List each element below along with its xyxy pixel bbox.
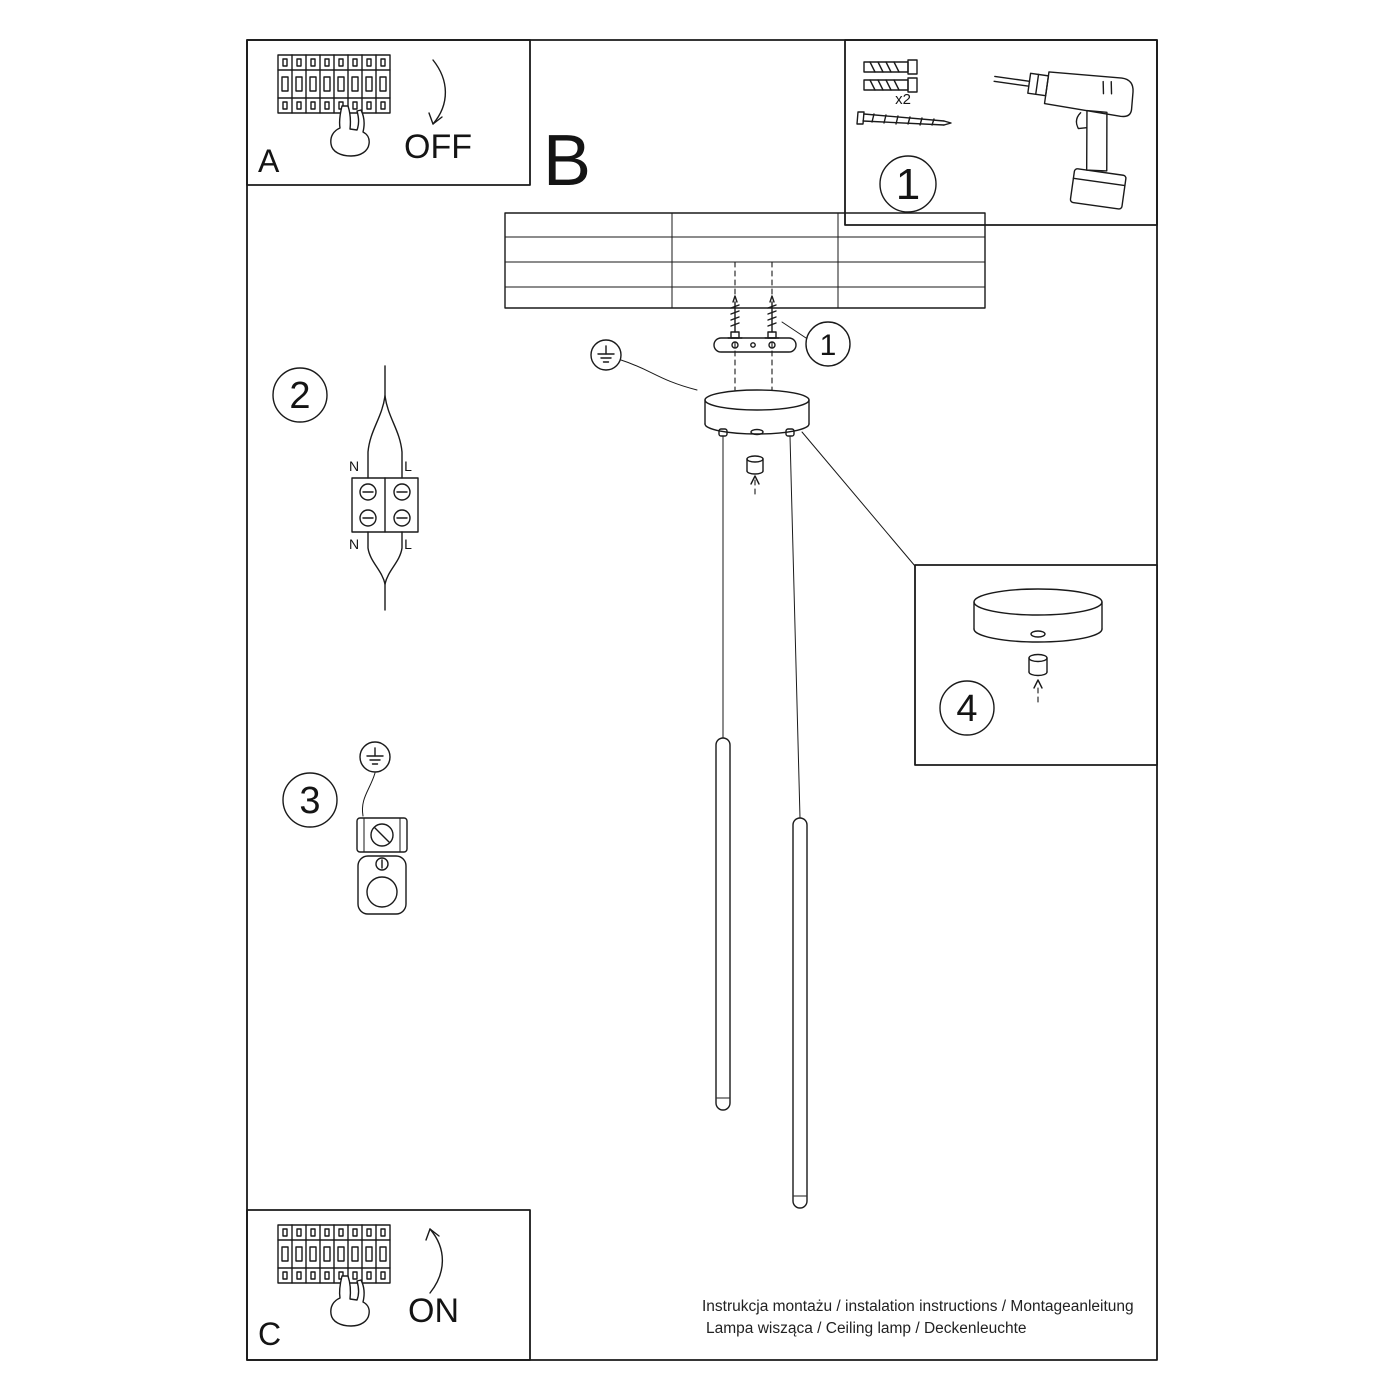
terminal-label-top-n: N: [349, 458, 359, 474]
detail-leader-line: [801, 431, 916, 567]
ground-wire: [620, 359, 698, 391]
ceiling-callout-number: 1: [820, 329, 837, 362]
up-arrow-icon: [750, 475, 760, 495]
canopy-illustration: [704, 389, 810, 437]
cap-detail: [1028, 653, 1048, 677]
footer-line1: Instrukcja montażu / instalation instruc…: [702, 1298, 1134, 1315]
section-c-box: C ON: [246, 1209, 531, 1361]
step2-group: 2 N L N L: [272, 365, 419, 611]
ceiling-screw-icon: [727, 295, 743, 339]
ceiling-screw-icon: [764, 295, 780, 339]
wiring-diagram: [351, 365, 419, 611]
earth-terminal-icon: [356, 817, 408, 853]
terminal-label-bottom-n: N: [349, 536, 359, 552]
step1-box: x2 1: [844, 39, 1158, 226]
pendant-tube-left: [715, 737, 731, 1111]
ceiling-illustration: [504, 212, 986, 309]
off-arrow-icon: [428, 59, 446, 125]
breaker-panel-icon: [277, 1224, 391, 1284]
anchor-quantity-label: x2: [895, 91, 911, 108]
step4-box: 4: [914, 564, 1158, 766]
step1-circle: [879, 155, 937, 213]
on-arrow-icon: [425, 1228, 443, 1294]
earth-symbol-icon: [590, 339, 622, 371]
breaker-panel-icon: [277, 54, 391, 114]
screw-icon: [856, 111, 952, 126]
drill-icon: [993, 71, 1134, 210]
section-c-switch-label: ON: [408, 1292, 459, 1330]
terminal-label-bottom-l: L: [404, 536, 412, 552]
step4-circle: [939, 680, 995, 736]
step3-circle: [282, 772, 338, 828]
step3-number: 3: [299, 780, 320, 822]
alignment-dashed-lines: [734, 261, 773, 391]
up-arrow-icon: [1033, 679, 1043, 703]
footer-line2: Lampa wisząca / Ceiling lamp / Deckenleu…: [706, 1320, 1027, 1337]
section-a-letter: A: [258, 143, 280, 179]
terminal-block-icon: [351, 477, 419, 533]
terminal-label-top-l: L: [404, 458, 412, 474]
step2-number: 2: [289, 375, 310, 417]
section-a-switch-label: OFF: [404, 128, 472, 166]
earth-symbol-icon: [359, 741, 391, 773]
step4-number: 4: [956, 688, 977, 730]
wall-plug-icon: [863, 59, 918, 75]
canopy-detail: [973, 588, 1103, 643]
ceiling-callout-1: 1: [781, 321, 851, 367]
pendant-tube-right: [792, 817, 808, 1209]
wall-plug-icon: [863, 77, 918, 93]
step3-group: 3: [282, 741, 408, 915]
step1-number: 1: [896, 160, 920, 209]
earth-wire: [361, 772, 376, 817]
section-a-box: A OFF: [246, 39, 531, 186]
step2-circle: [272, 367, 328, 423]
cable-clamp-icon: [357, 855, 407, 915]
pendant-cable-right: [789, 435, 801, 819]
section-b-letter: B: [543, 121, 591, 201]
mounting-bracket-icon: [713, 337, 797, 353]
strain-relief-cap: [746, 455, 764, 475]
section-c-letter: C: [258, 1316, 281, 1352]
